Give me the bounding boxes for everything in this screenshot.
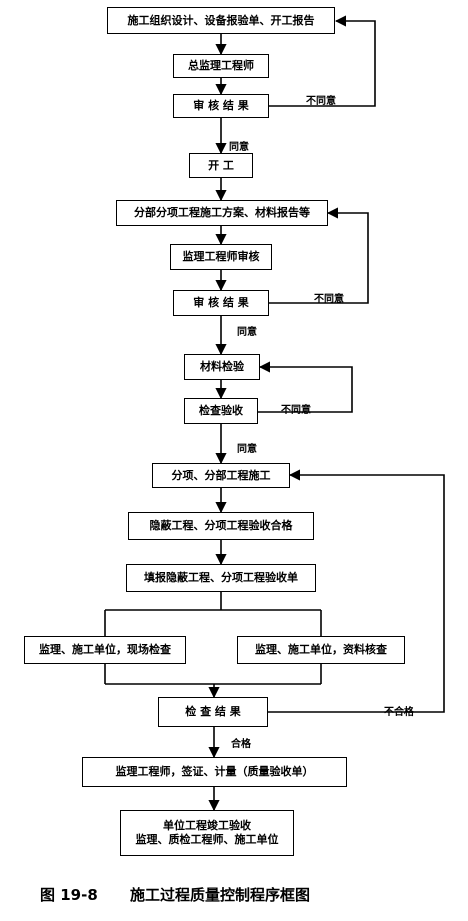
construction-plan-box: 分部分项工程施工方案、材料报告等 — [116, 200, 328, 226]
fail-label: 不合格 — [384, 707, 414, 718]
disagree-label-3: 不同意 — [281, 405, 311, 416]
engineer-sign-box: 监理工程师，签证、计量（质量验收单） — [82, 757, 347, 787]
material-test-box: 材料检验 — [184, 354, 260, 380]
hidden-work-pass-box: 隐蔽工程、分项工程验收合格 — [128, 512, 314, 540]
figure-number: 图 19-8 — [40, 886, 98, 904]
agree-label-2: 同意 — [237, 327, 257, 338]
agree-label-3: 同意 — [237, 444, 257, 455]
figure-title: 施工过程质量控制程序框图 — [130, 886, 311, 904]
engineer-review-box: 监理工程师审核 — [170, 244, 272, 270]
site-check-box: 监理、施工单位，现场检查 — [24, 636, 186, 664]
final-acceptance-box: 单位工程竣工验收 监理、质检工程师、施工单位 — [120, 810, 294, 856]
construction-work-box: 分项、分部工程施工 — [152, 463, 290, 488]
agree-label-1: 同意 — [229, 142, 249, 153]
pass-label: 合格 — [231, 739, 251, 750]
final-acceptance-line-1: 单位工程竣工验收 — [163, 819, 251, 832]
design-submission-box: 施工组织设计、设备报验单、开工报告 — [107, 7, 335, 34]
disagree-label-1: 不同意 — [306, 96, 336, 107]
review-result-box-2: 审 核 结 果 — [173, 290, 269, 316]
inspection-box: 检查验收 — [184, 398, 258, 424]
start-work-box: 开 工 — [189, 153, 253, 178]
disagree-label-2: 不同意 — [314, 294, 344, 305]
check-result-box: 检 查 结 果 — [158, 697, 268, 727]
chief-engineer-box: 总监理工程师 — [173, 54, 269, 78]
final-acceptance-line-2: 监理、质检工程师、施工单位 — [135, 833, 279, 846]
fill-acceptance-form-box: 填报隐蔽工程、分项工程验收单 — [126, 564, 316, 592]
review-result-box-1: 审 核 结 果 — [173, 94, 269, 118]
document-check-box: 监理、施工单位，资料核查 — [237, 636, 405, 664]
